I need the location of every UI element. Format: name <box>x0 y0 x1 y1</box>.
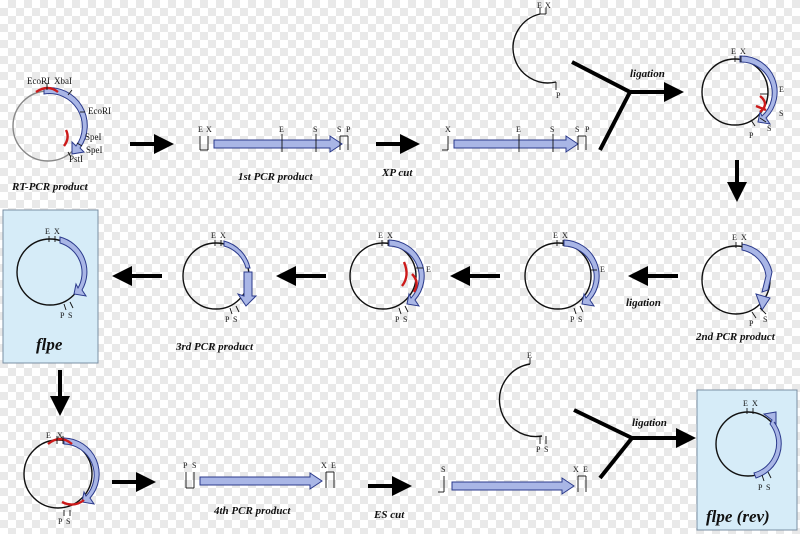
es-cut-label: ES cut <box>373 509 405 521</box>
rt-site-psti: PstI <box>69 154 83 164</box>
flpe-primed-plasmid <box>23 436 100 516</box>
pcr1-site-x: X <box>206 125 212 134</box>
lig-site-s-1: S <box>767 124 771 133</box>
pcr1-site-e-left: E <box>198 125 203 134</box>
pcr3-site-s: S <box>233 315 237 324</box>
rt-site-ecori-1: EcoRI <box>27 76 50 86</box>
es-cut-fragment <box>438 475 587 495</box>
cb-site-x: X <box>387 231 393 240</box>
rt-site-spei-1: SpeI <box>85 132 102 142</box>
flpe-site-p: P <box>60 311 65 320</box>
lig-site-e: E <box>731 47 736 56</box>
xp-site-p: P <box>585 125 590 134</box>
plasmid-b <box>349 239 425 315</box>
plasmid-a <box>524 239 600 315</box>
pcr4-site-s: S <box>192 461 196 470</box>
rt-site-xbai: XbaI <box>54 76 72 86</box>
ligated-plasmid <box>701 55 778 127</box>
vector-site-p: P <box>556 91 561 100</box>
flpe-label: flpe <box>36 335 63 354</box>
lig-site-s-2: S <box>779 109 783 118</box>
pcr1-site-s-mid: S <box>313 125 317 134</box>
fp-site-s: S <box>66 517 70 526</box>
vector2-site-e: E <box>527 351 532 360</box>
pcr2-plasmid <box>701 242 773 319</box>
fp-site-e: E <box>46 431 51 440</box>
cb-site-p: P <box>395 315 400 324</box>
xp-cut-fragment <box>442 134 587 153</box>
xp-site-s: S <box>575 125 579 134</box>
pcr3-label: 3rd PCR product <box>175 341 254 353</box>
ca-site-e-right: E <box>600 265 605 274</box>
es-site-s: S <box>441 465 445 474</box>
pcr2-site-p: P <box>749 319 754 328</box>
pcr2-site-e: E <box>732 233 737 242</box>
pcr3-site-e: E <box>211 231 216 240</box>
pcr3-plasmid <box>182 240 258 315</box>
cb-site-e: E <box>378 231 383 240</box>
pcr2-label: 2nd PCR product <box>695 331 776 343</box>
xp-site-s-mid: S <box>550 125 554 134</box>
cb-site-e-right: E <box>426 265 431 274</box>
rt-pcr-plasmid <box>12 83 88 162</box>
ligation-y-bottom <box>573 408 696 480</box>
pcr3-site-x: X <box>220 231 226 240</box>
ligation-label-bottom: ligation <box>632 417 667 429</box>
ligation-label-top: ligation <box>630 68 665 80</box>
pcr4-fragment <box>185 471 335 490</box>
ca-site-p: P <box>570 315 575 324</box>
es-site-e: E <box>583 465 588 474</box>
flpe-rev-plasmid <box>715 408 782 482</box>
vector2-site-p: P <box>536 445 541 454</box>
pcr4-label: 4th PCR product <box>213 505 291 517</box>
lig-site-x: X <box>740 47 746 56</box>
pcr4-site-e: E <box>331 461 336 470</box>
vector-arc <box>512 8 557 90</box>
es-site-x: X <box>573 465 579 474</box>
pcr2-site-s: S <box>763 315 767 324</box>
fp-site-p: P <box>58 517 63 526</box>
ligation-y-top <box>571 60 684 151</box>
xp-cut-label: XP cut <box>381 167 413 179</box>
fr-site-e: E <box>743 399 748 408</box>
flpe-site-s: S <box>68 311 72 320</box>
lig-site-p: P <box>749 131 754 140</box>
pcr3-site-p: P <box>225 315 230 324</box>
flpe-site-e: E <box>45 227 50 236</box>
xp-site-x: X <box>445 125 451 134</box>
rt-site-spei-2: SpeI <box>86 145 103 155</box>
pcr1-fragment <box>199 134 349 153</box>
pcr1-site-s-right: S <box>337 125 341 134</box>
pcr4-site-p: P <box>183 461 188 470</box>
xp-site-e: E <box>516 125 521 134</box>
pcr4-site-x: X <box>321 461 327 470</box>
vector2-site-s: S <box>544 445 548 454</box>
fp-site-x: X <box>57 431 63 440</box>
vector-site-e: E <box>537 1 542 10</box>
lig-site-e-right: E <box>779 85 784 94</box>
ca-site-x: X <box>562 231 568 240</box>
ca-site-s: S <box>578 315 582 324</box>
ligation-label-mid: ligation <box>626 297 661 309</box>
flpe-rev-label: flpe (rev) <box>706 507 770 526</box>
pcr2-site-x: X <box>741 233 747 242</box>
fr-site-x: X <box>752 399 758 408</box>
pcr1-site-p: P <box>346 125 351 134</box>
pcr1-site-e-mid: E <box>279 125 284 134</box>
fr-site-p: P <box>758 483 763 492</box>
fr-site-s: S <box>766 483 770 492</box>
flpe-plasmid <box>16 236 88 311</box>
ca-site-e: E <box>553 231 558 240</box>
rt-pcr-label: RT-PCR product <box>11 181 89 193</box>
vector-arc-2 <box>498 358 547 444</box>
rt-site-ecori-2: EcoRI <box>88 106 111 116</box>
cb-site-s: S <box>403 315 407 324</box>
flpe-site-x: X <box>54 227 60 236</box>
pcr1-label: 1st PCR product <box>238 171 314 183</box>
vector-site-x: X <box>545 1 551 10</box>
